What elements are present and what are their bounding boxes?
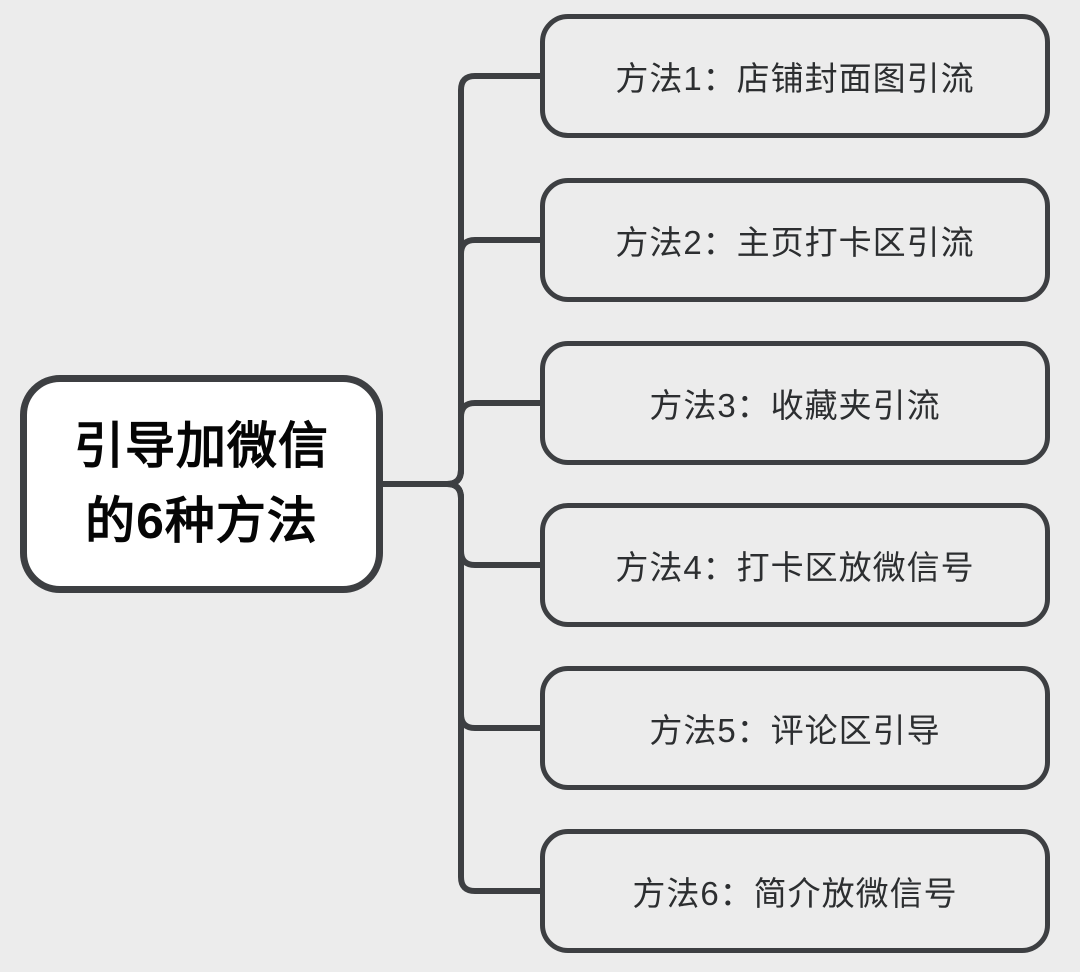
branch-node-4: 方法4：打卡区放微信号 [540,503,1050,627]
root-node: 引导加微信 的6种方法 [20,375,383,593]
branch-node-6: 方法6：简介放微信号 [540,829,1050,953]
branch-node-5-label: 方法5：评论区引导 [649,712,941,749]
branch-node-3-label: 方法3：收藏夹引流 [649,387,941,424]
branch-node-1-label: 方法1：店铺封面图引流 [615,60,975,97]
branch-node-3: 方法3：收藏夹引流 [540,341,1050,465]
branch-node-1: 方法1：店铺封面图引流 [540,14,1050,138]
root-node-label-line2: 的6种方法 [85,493,318,549]
branch-node-2: 方法2：主页打卡区引流 [540,178,1050,302]
branch-node-2-label: 方法2：主页打卡区引流 [615,224,975,261]
branch-node-4-label: 方法4：打卡区放微信号 [615,549,975,586]
connector-branch-3 [380,400,543,487]
branch-node-6-label: 方法6：简介放微信号 [632,875,958,912]
root-node-label-line1: 引导加微信 [74,418,329,474]
branch-node-5: 方法5：评论区引导 [540,666,1050,790]
connector-branch-6 [380,481,543,894]
